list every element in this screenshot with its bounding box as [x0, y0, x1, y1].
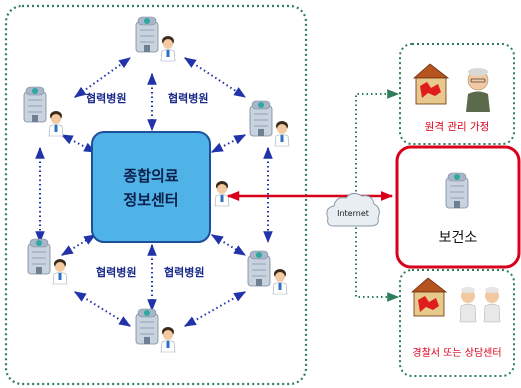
arrow-bottom-right	[183, 291, 247, 327]
arrow-center-lower-right	[210, 234, 247, 256]
arrow-bottom-left	[73, 291, 132, 327]
police-frame	[399, 269, 515, 377]
arrow-top-right	[183, 57, 247, 98]
internet-label: Internet	[337, 209, 369, 218]
arrow-center-upper-left	[60, 134, 97, 153]
link-to-home	[355, 89, 400, 196]
health-center-frame	[395, 145, 521, 269]
health-center-label: 보건소	[439, 230, 478, 246]
partner-label-top-left: 협력병원	[86, 91, 126, 105]
hospital-top	[135, 16, 176, 62]
partner-label-bottom-right: 협력병원	[164, 265, 204, 279]
home-house-icon	[412, 63, 450, 105]
elderly-man-icon	[466, 68, 490, 112]
home-frame	[399, 43, 515, 145]
internet-cloud-icon	[326, 192, 380, 227]
hospital-right-upper	[249, 100, 290, 147]
partner-label-top-right: 협력병원	[168, 91, 208, 105]
info-center-line2: 정보센터	[123, 191, 178, 209]
police-house-icon	[410, 277, 448, 317]
arrow-center-lower-left	[60, 234, 97, 256]
hospital-bottom	[135, 308, 176, 353]
hospital-right-lower	[247, 250, 288, 295]
partner-label-bottom-left: 협력병원	[96, 265, 136, 279]
info-center-box	[91, 131, 211, 243]
doctor-center-right	[214, 180, 230, 207]
home-label: 원격 관리 가정	[425, 120, 490, 133]
hospital-left-upper	[23, 86, 64, 137]
elderly-couple-icon	[459, 287, 501, 323]
hospital-left-lower	[27, 238, 68, 285]
info-center-line1: 종합의료	[123, 167, 178, 185]
arrow-center-upper-right	[210, 134, 247, 153]
police-label: 경찰서 또는 상담센터	[412, 346, 501, 359]
health-center-building-icon	[445, 172, 469, 209]
